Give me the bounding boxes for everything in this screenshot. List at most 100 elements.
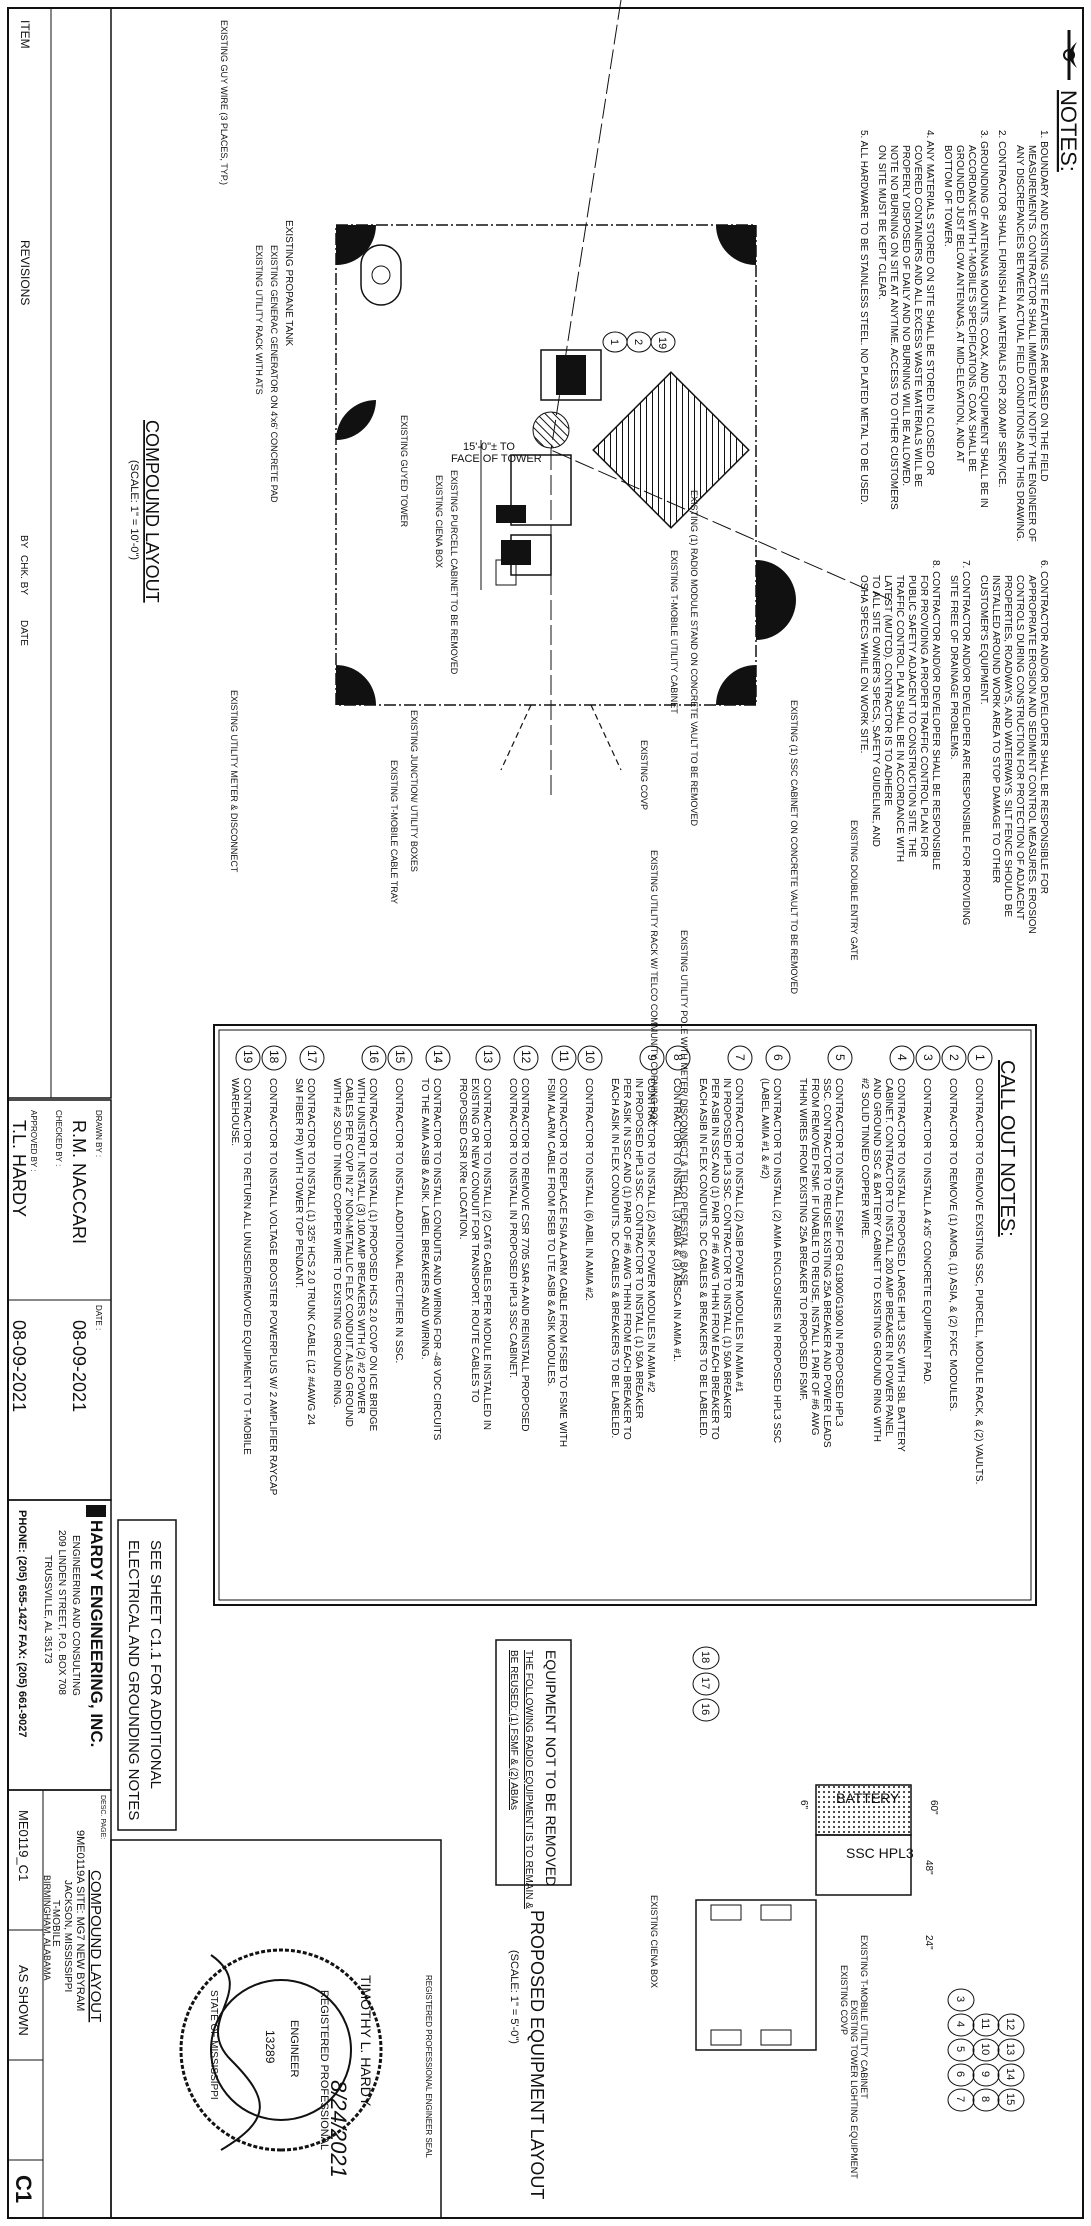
- proposed-bubble: [947, 2013, 975, 2037]
- note-line: 6. CONTRACTOR AND/OR DEVELOPER SHALL BE …: [1038, 560, 1049, 894]
- dim-text: 60": [928, 1800, 939, 1815]
- callout-note-line: FSIM ALARM CABLE FROM FSEB TO LTE ASIB &…: [545, 1078, 556, 1386]
- callout-note-line: CONTRACTOR TO INSTALL ADDITIONAL RECTIFI…: [393, 1078, 404, 1363]
- note-line: PROPERTIES, ROADWAYS, AND WATERWAYS. SIL…: [1002, 575, 1013, 917]
- proposed-bubble: [947, 2038, 975, 2062]
- client-city: BIRMINGHAM, ALABAMA: [42, 1875, 52, 1981]
- seal-signed-date: 8/24/2021: [326, 2080, 351, 2178]
- callout-number-bubble: [889, 1045, 915, 1071]
- callout-note-line: CONTRACTOR TO INSTALL FSMF FOR G1900/G19…: [833, 1078, 844, 1427]
- callout-number-bubble: [639, 1045, 665, 1071]
- label-utility-meter: EXISTING UTILITY METER & DISCONNECT: [229, 690, 239, 873]
- callout-number-bubble: [941, 1045, 967, 1071]
- compound-scale: (SCALE: 1" = 10'-0"): [128, 460, 140, 560]
- callout-number-bubble: [727, 1045, 753, 1071]
- proposed-bubble-number: 7: [954, 2096, 966, 2102]
- rev-by-header: BY: [18, 535, 29, 549]
- proposed-bubble-number: 15: [1004, 2093, 1016, 2105]
- scale-value: AS SHOWN: [16, 1965, 31, 2036]
- proposed-bubble-number: 5: [954, 2046, 966, 2052]
- seal-header: REGISTERED PROFESSIONAL ENGINEER SEAL: [424, 1975, 433, 2158]
- checked-label: CHECKED BY :: [54, 1110, 63, 1166]
- dim-text: 24": [923, 1935, 934, 1950]
- callout-number: 9: [645, 1054, 659, 1061]
- note-line: PROPERLY DISPOSED OF DAILY AND NO BURNIN…: [900, 145, 911, 486]
- callout-number: 6: [771, 1054, 785, 1061]
- callout-note-line: CONTRACTOR TO INSTALL (2) CAT6 CABLES PE…: [481, 1078, 492, 1430]
- callout-number: 14: [431, 1050, 445, 1064]
- note-line: PUBLIC SAFETY ADJACENT TO CONSTRUCTION S…: [906, 575, 917, 858]
- dim-text: 48": [923, 1860, 934, 1875]
- seal-state: STATE OF MISSISSIPPI: [208, 1990, 219, 2100]
- rev-chk-header: CHK. BY: [18, 555, 29, 595]
- callout-note-line: CONTRACTOR TO INSTALL (1) 325' HCS 2.0 T…: [305, 1078, 316, 1425]
- proposed-bubble-number: 3: [954, 1996, 966, 2002]
- proposed-bubble: [692, 1646, 720, 1670]
- callout-note-line: SSC. CONTRACTOR TO REUSE EXISTING 25A BR…: [821, 1078, 832, 1448]
- not-removed-title: EQUIPMENT NOT TO BE REMOVED: [543, 1650, 559, 1886]
- proposed-bubble: [997, 2013, 1025, 2037]
- generator: [540, 349, 602, 401]
- company-block: HARDY ENGINEERING, INC. ENGINEERING AND …: [7, 1499, 112, 1791]
- callout-note-line: CONTRACTOR TO INSTALL IN PROPOSED HPL3 S…: [507, 1078, 518, 1378]
- company-address: 209 LINDEN STREET, P.O. BOX 708: [56, 1530, 67, 1695]
- note-line: 7. CONTRACTOR AND/OR DEVELOPER ARE RESPO…: [960, 560, 971, 926]
- label-guy-wire: EXISTING GUY WIRE (3 PLACES, TYP.): [219, 20, 229, 185]
- note-line: 5. ALL HARDWARE TO BE STAINLESS STEEL. N…: [858, 130, 869, 505]
- proposed-bubble-number: 6: [954, 2071, 966, 2077]
- proposed-bubble-number: 14: [1004, 2068, 1016, 2080]
- callout-note-line: CABINET. CONTRACTOR TO INSTALL 200 AMP B…: [883, 1078, 894, 1437]
- engineer-seal-block: REGISTERED PROFESSIONAL ENGINEER SEAL TI…: [110, 1839, 442, 2219]
- note-line: TO ALL SITE OWNER'S SPECS, SAFETY GUIDEL…: [870, 575, 881, 847]
- note-line: APPROPRIATE EROSION AND SEDIMENT CONTROL…: [1026, 575, 1037, 934]
- battery-label: BATTERY: [836, 1790, 900, 1806]
- notes-heading: NOTES:: [1056, 90, 1081, 172]
- proposed-bubble-number: 10: [979, 2043, 991, 2055]
- note-line: 1. BOUNDARY AND EXISTING SITE FEATURES A…: [1038, 130, 1049, 482]
- callout-note-line: CONTRACTOR TO REMOVE EXISTING SSC, PURCE…: [973, 1078, 984, 1484]
- sheet-title: COMPOUND LAYOUT: [87, 1870, 104, 2022]
- proposed-bubble: [997, 2088, 1025, 2112]
- callout-note-line: CONTRACTOR TO REPLACE FSIA ALARM CABLE F…: [557, 1078, 568, 1447]
- proposed-scale: (SCALE: 1" = 5'-0"): [508, 1950, 520, 2044]
- company-city: TRUSSVILLE, AL 35173: [42, 1555, 53, 1664]
- callout-number: 13: [481, 1050, 495, 1064]
- ice-bridge: [695, 1899, 817, 2051]
- site-location: JACKSON, MISSISSIPPI: [62, 1880, 73, 1992]
- proposed-bubble: [947, 2063, 975, 2087]
- seal-number: 13289: [263, 2030, 277, 2064]
- label-tower-lighting: EXISTING TOWER LIGHTING EQUIPMENT: [849, 2000, 859, 2179]
- note-line: FOR PROVIDING A PROPER TRAFFIC CONTROL P…: [918, 575, 929, 857]
- note-line: NOTE NO BURNING ON SITE AT ANYTIME. ACCE…: [888, 145, 899, 510]
- rev-item-header: ITEM: [18, 20, 32, 49]
- note-line: OSHA SPECS WHILE ON WORK SITE.: [858, 575, 869, 753]
- callout-number: 11: [557, 1050, 571, 1063]
- callout-note-line: IN PROPOSED HPL3 SSC. CONTRACTOR TO INST…: [721, 1078, 732, 1419]
- label-junction-boxes: EXISTING JUNCTION/ UTILITY BOXES: [409, 710, 419, 872]
- callout-note-line: CONTRACTOR TO INSTALL (2) ASIB POWER MOD…: [733, 1078, 744, 1393]
- callout-number: 1: [973, 1054, 987, 1061]
- dim-text: 6": [798, 1800, 809, 1810]
- company-name: HARDY ENGINEERING, INC.: [87, 1520, 106, 1747]
- callout-number-bubble: [577, 1045, 603, 1071]
- dimension-text: FACE OF TOWER: [451, 453, 542, 465]
- callout-note-line: CONTRACTOR TO INSTALL (2) AMIA ENCLOSURE…: [771, 1078, 782, 1443]
- callout-number-bubble: [765, 1045, 791, 1071]
- seal-ring-text: REGISTERED PROFESSIONAL: [318, 1990, 330, 2150]
- callout-note-line: CONTRACTOR TO INSTALL (6) ABIL IN AMIA #…: [583, 1078, 594, 1301]
- seal-name: TIMOTHY L. HARDY: [358, 1975, 374, 2107]
- proposed-bubble-number: 13: [1004, 2043, 1016, 2055]
- callout-number: 18: [267, 1050, 281, 1064]
- callout-number: 15: [393, 1050, 407, 1064]
- callout-number: 5: [833, 1054, 847, 1061]
- label-utility-rack-telco: EXISTING UTILITY RACK W/ TELCO COMMUNITY…: [649, 850, 659, 1126]
- company-phone: PHONE: (205) 655-1427 FAX: (205) 661-902…: [16, 1510, 28, 1737]
- drawn-date: 08-09-2021: [69, 1320, 89, 1412]
- proposed-bubble: [972, 2038, 1000, 2062]
- rev-label: REVISIONS: [18, 240, 32, 305]
- site-name: 9ME0119A SITE: MG7 NEW BYRAM: [74, 1830, 86, 2011]
- label-purcell: EXISTING PURCELL CABINET TO BE REMOVED: [449, 470, 459, 675]
- seal-ring-text: ENGINEER: [288, 2020, 300, 2078]
- label-utility-cabinet: EXISTING T-MOBILE UTILITY CABINET: [859, 1935, 869, 2099]
